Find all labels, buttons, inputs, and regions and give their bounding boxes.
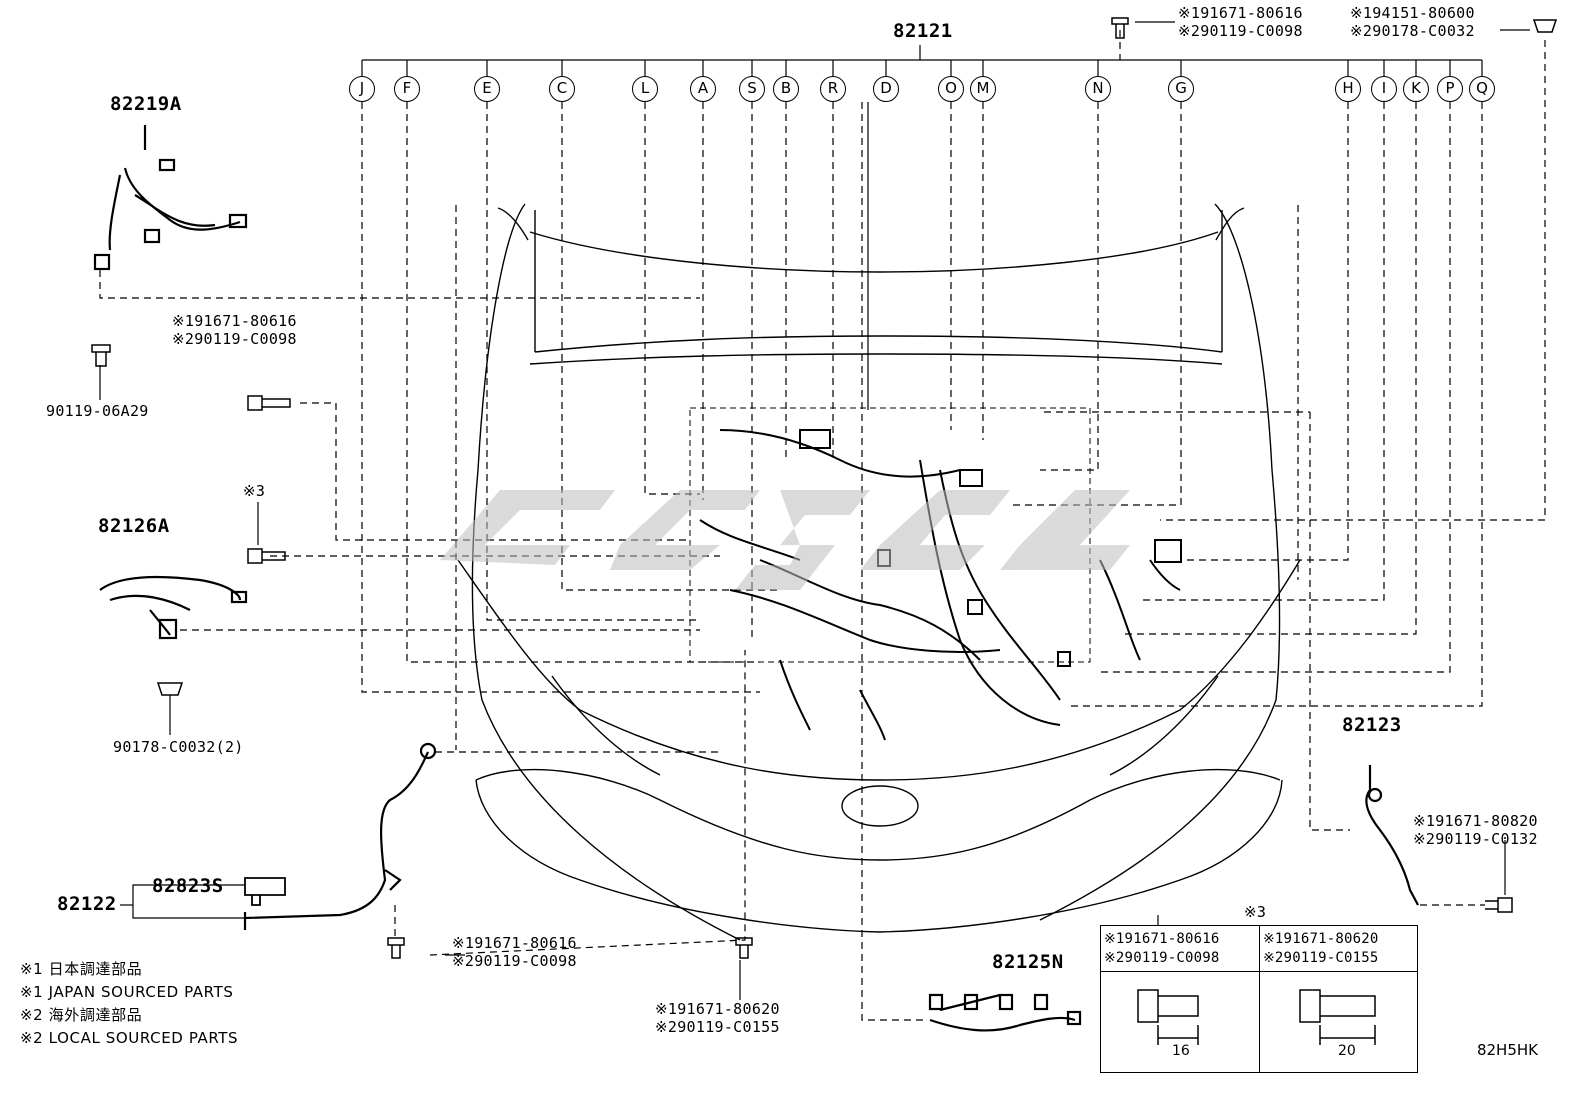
- ref-90119-06a29: 90119-06A29: [46, 402, 149, 420]
- top-nut-ref-2: ※290178-C0032: [1350, 22, 1475, 40]
- circle-label-l: L: [632, 76, 658, 102]
- circle-label-o: O: [938, 76, 964, 102]
- legend-line-1: ※1 日本調達部品: [20, 960, 143, 978]
- circle-label-n: N: [1085, 76, 1111, 102]
- lower-bolt-ref-1: ※191671-80616: [452, 934, 577, 952]
- legend-line-4: ※2 LOCAL SOURCED PARTS: [20, 1029, 239, 1047]
- part-82126a: 82126A: [98, 515, 170, 537]
- harness-82219a: [93, 125, 248, 271]
- main-part-bracket: [361, 45, 1483, 410]
- left-bolt-ref-1: ※191671-80616: [172, 312, 297, 330]
- legend-line-2: ※1 JAPAN SOURCED PARTS: [20, 983, 234, 1001]
- circle-label-p: P: [1437, 76, 1463, 102]
- circle-label-c: C: [549, 76, 575, 102]
- lower-bolt-ref-2: ※290119-C0098: [452, 952, 577, 970]
- ref-leaders: [99, 21, 1530, 1000]
- circle-label-q: Q: [1469, 76, 1495, 102]
- circle-label-b: B: [773, 76, 799, 102]
- top-bolt-ref-2: ※290119-C0098: [1178, 22, 1303, 40]
- circle-label-k: K: [1403, 76, 1429, 102]
- main-part-number: 82121: [893, 20, 953, 42]
- diagram-code: 82H5HK: [1476, 1041, 1538, 1059]
- part-82123: 82123: [1342, 714, 1402, 736]
- cable-82122: [243, 742, 437, 930]
- right-bolt-ref-1: ※191671-80820: [1413, 812, 1538, 830]
- table-right-line-2: ※290119-C0155: [1263, 950, 1379, 966]
- bolt-spec-table: ※191671-80616 ※290119-C0098 ※191671-8062…: [1100, 925, 1418, 1073]
- engine-harness-cluster: [689, 407, 1182, 741]
- circle-label-g: G: [1168, 76, 1194, 102]
- circle-label-i: I: [1371, 76, 1397, 102]
- ref-90178-c0032: 90178-C0032(2): [113, 738, 244, 756]
- top-nut-ref-1: ※194151-80600: [1350, 4, 1475, 22]
- top-bolt-ref-1: ※191671-80616: [1178, 4, 1303, 22]
- harness-82125n: [928, 993, 1082, 1032]
- part-82122: 82122: [57, 893, 117, 915]
- circle-label-e: E: [474, 76, 500, 102]
- center-bolt-ref-2: ※290119-C0155: [655, 1018, 780, 1036]
- circle-label-m: M: [970, 76, 996, 102]
- car-body-outline: [457, 203, 1301, 941]
- circle-label-h: H: [1335, 76, 1361, 102]
- table-col-right: ※191671-80620 ※290119-C0155: [1259, 926, 1418, 1072]
- left-bolt-ref-2: ※290119-C0098: [172, 330, 297, 348]
- watermark-logo: [440, 490, 1130, 590]
- table-left-line-2: ※290119-C0098: [1104, 950, 1220, 966]
- center-bolt-ref-1: ※191671-80620: [655, 1000, 780, 1018]
- circle-label-f: F: [394, 76, 420, 102]
- circle-label-s: S: [739, 76, 765, 102]
- right-bolt-ref-2: ※290119-C0132: [1413, 830, 1538, 848]
- bracket-82122: [120, 884, 245, 919]
- table-left-line-1: ※191671-80616: [1104, 931, 1220, 947]
- table-right-dimension: 20: [1338, 1043, 1356, 1059]
- circle-leaders: [99, 30, 1546, 1021]
- circle-label-j: J: [349, 76, 375, 102]
- table-bolt-drawings: [1137, 989, 1376, 1045]
- sensor-82123: [1365, 765, 1419, 906]
- table-left-dimension: 16: [1172, 1043, 1190, 1059]
- table-title: ※3: [1244, 903, 1267, 921]
- circle-label-d: D: [873, 76, 899, 102]
- bolt-icons: [91, 17, 1558, 959]
- note-3-marker: ※3: [243, 482, 266, 500]
- part-82125n: 82125N: [992, 951, 1064, 973]
- circle-label-a: A: [690, 76, 716, 102]
- part-82823s: 82823S: [152, 875, 224, 897]
- circle-label-r: R: [820, 76, 846, 102]
- legend-line-3: ※2 海外調達部品: [20, 1006, 143, 1024]
- table-col-left: ※191671-80616 ※290119-C0098: [1101, 926, 1259, 1072]
- table-right-line-1: ※191671-80620: [1263, 931, 1379, 947]
- harness-82126a: [99, 575, 248, 640]
- part-82219a: 82219A: [110, 93, 182, 115]
- connector-82823s: [244, 877, 286, 906]
